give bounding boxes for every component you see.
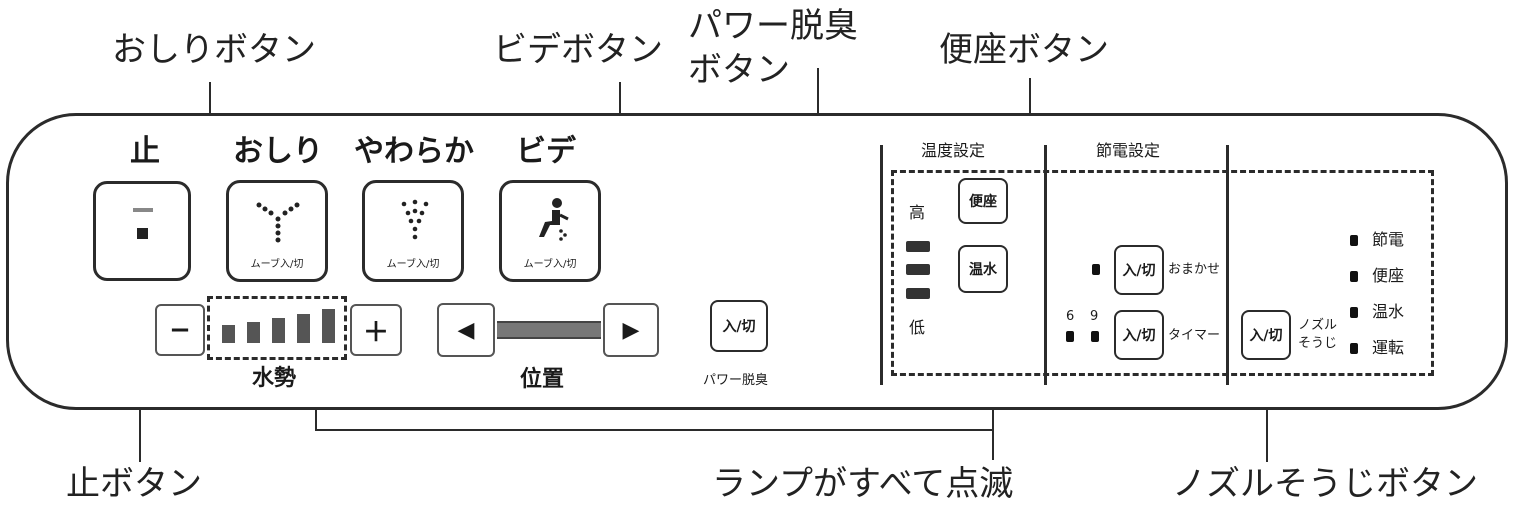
pressure-lamp-4	[297, 314, 310, 343]
callout-seat-button: 便座ボタン	[939, 30, 1109, 70]
temp-setting-header: 温度設定	[921, 141, 986, 160]
oshiri-spray-icon	[256, 202, 300, 243]
temp-lamp-1	[906, 241, 930, 252]
callout-nozzle-clean-button: ノズルそうじボタン	[1172, 464, 1478, 504]
timer-onoff-button[interactable]: 入/切	[1114, 310, 1164, 360]
power-save-setting-header: 節電設定	[1096, 141, 1161, 160]
callout-stop-button: 止ボタン	[66, 464, 202, 504]
pressure-lamp-2	[247, 322, 260, 343]
water-temp-button[interactable]: 温水	[958, 245, 1008, 293]
callout-bidet-button: ビデボタン	[493, 30, 663, 70]
callout-oshiri-button: おしりボタン	[112, 30, 316, 70]
timer-nine-label: 9	[1090, 309, 1099, 324]
timer-nine-indicator	[1091, 331, 1099, 342]
power-save-indicator	[1350, 235, 1358, 246]
stop-square-icon	[137, 228, 148, 239]
yawaraka-button[interactable]: ムーブ入/切	[362, 180, 464, 282]
timer-label: タイマー	[1168, 328, 1221, 343]
seat-temp-button[interactable]: 便座	[958, 178, 1008, 224]
settings-divider-mid	[1044, 145, 1047, 385]
timer-six-label: 6	[1066, 309, 1075, 324]
stop-button[interactable]	[93, 181, 191, 281]
bidet-button[interactable]: ムーブ入/切	[499, 180, 601, 282]
callout-lamps-blink: ランプがすべて点滅	[712, 464, 1014, 504]
callout-power-deodor-line2: ボタン	[688, 50, 790, 90]
temp-high-label: 高	[909, 203, 926, 222]
omakase-indicator	[1092, 264, 1100, 275]
bidet-move-label: ムーブ入/切	[523, 259, 577, 270]
oshiri-button[interactable]: ムーブ入/切	[226, 180, 328, 282]
temp-low-label: 低	[909, 318, 926, 337]
position-track	[497, 321, 601, 339]
power-deodor-label: パワー脱臭	[703, 373, 769, 388]
water-pressure-label: 水勢	[252, 366, 297, 391]
position-right-button[interactable]: ▶	[603, 303, 659, 357]
run-indicator	[1350, 343, 1358, 354]
temp-lamp-3	[906, 288, 930, 299]
pressure-minus-button[interactable]: −	[155, 304, 205, 356]
settings-divider-right	[1226, 145, 1229, 385]
power-deodor-button[interactable]: 入/切	[710, 300, 768, 352]
power-save-indicator-label: 節電	[1372, 230, 1405, 249]
run-indicator-label: 運転	[1372, 338, 1405, 357]
yawaraka-move-label: ムーブ入/切	[386, 259, 440, 270]
water-indicator-label: 温水	[1372, 302, 1405, 321]
position-left-button[interactable]: ◀	[437, 303, 495, 357]
water-indicator	[1350, 307, 1358, 318]
yawaraka-spray-icon	[401, 199, 429, 240]
pressure-lamp-1	[222, 325, 235, 343]
oshiri-label: おしり	[233, 134, 323, 169]
pressure-lamp-5	[322, 309, 335, 343]
temp-lamp-2	[906, 264, 930, 275]
oshiri-move-label: ムーブ入/切	[250, 259, 304, 270]
omakase-label: おまかせ	[1168, 262, 1221, 277]
position-label: 位置	[520, 367, 565, 392]
callout-power-deodor-line1: パワー脱臭	[688, 6, 858, 46]
pressure-plus-button[interactable]: ＋	[350, 304, 402, 356]
timer-six-indicator	[1066, 331, 1074, 342]
pressure-lamp-box	[207, 296, 347, 360]
settings-lamp-box	[891, 170, 1434, 376]
pressure-lamp-3	[272, 318, 285, 343]
nozzle-clean-button[interactable]: 入/切	[1241, 310, 1291, 360]
bidet-person-icon	[539, 198, 569, 241]
settings-divider-left	[880, 145, 883, 385]
omakase-onoff-button[interactable]: 入/切	[1114, 245, 1164, 295]
seat-indicator-label: 便座	[1372, 266, 1405, 285]
stop-label: 止	[130, 134, 160, 169]
stop-bar-icon	[133, 208, 153, 212]
nozzle-label-line2: そうじ	[1298, 336, 1338, 351]
yawaraka-label: やわらか	[354, 134, 474, 169]
bidet-label: ビデ	[516, 134, 576, 169]
nozzle-label-line1: ノズル	[1298, 318, 1338, 333]
seat-indicator	[1350, 271, 1358, 282]
